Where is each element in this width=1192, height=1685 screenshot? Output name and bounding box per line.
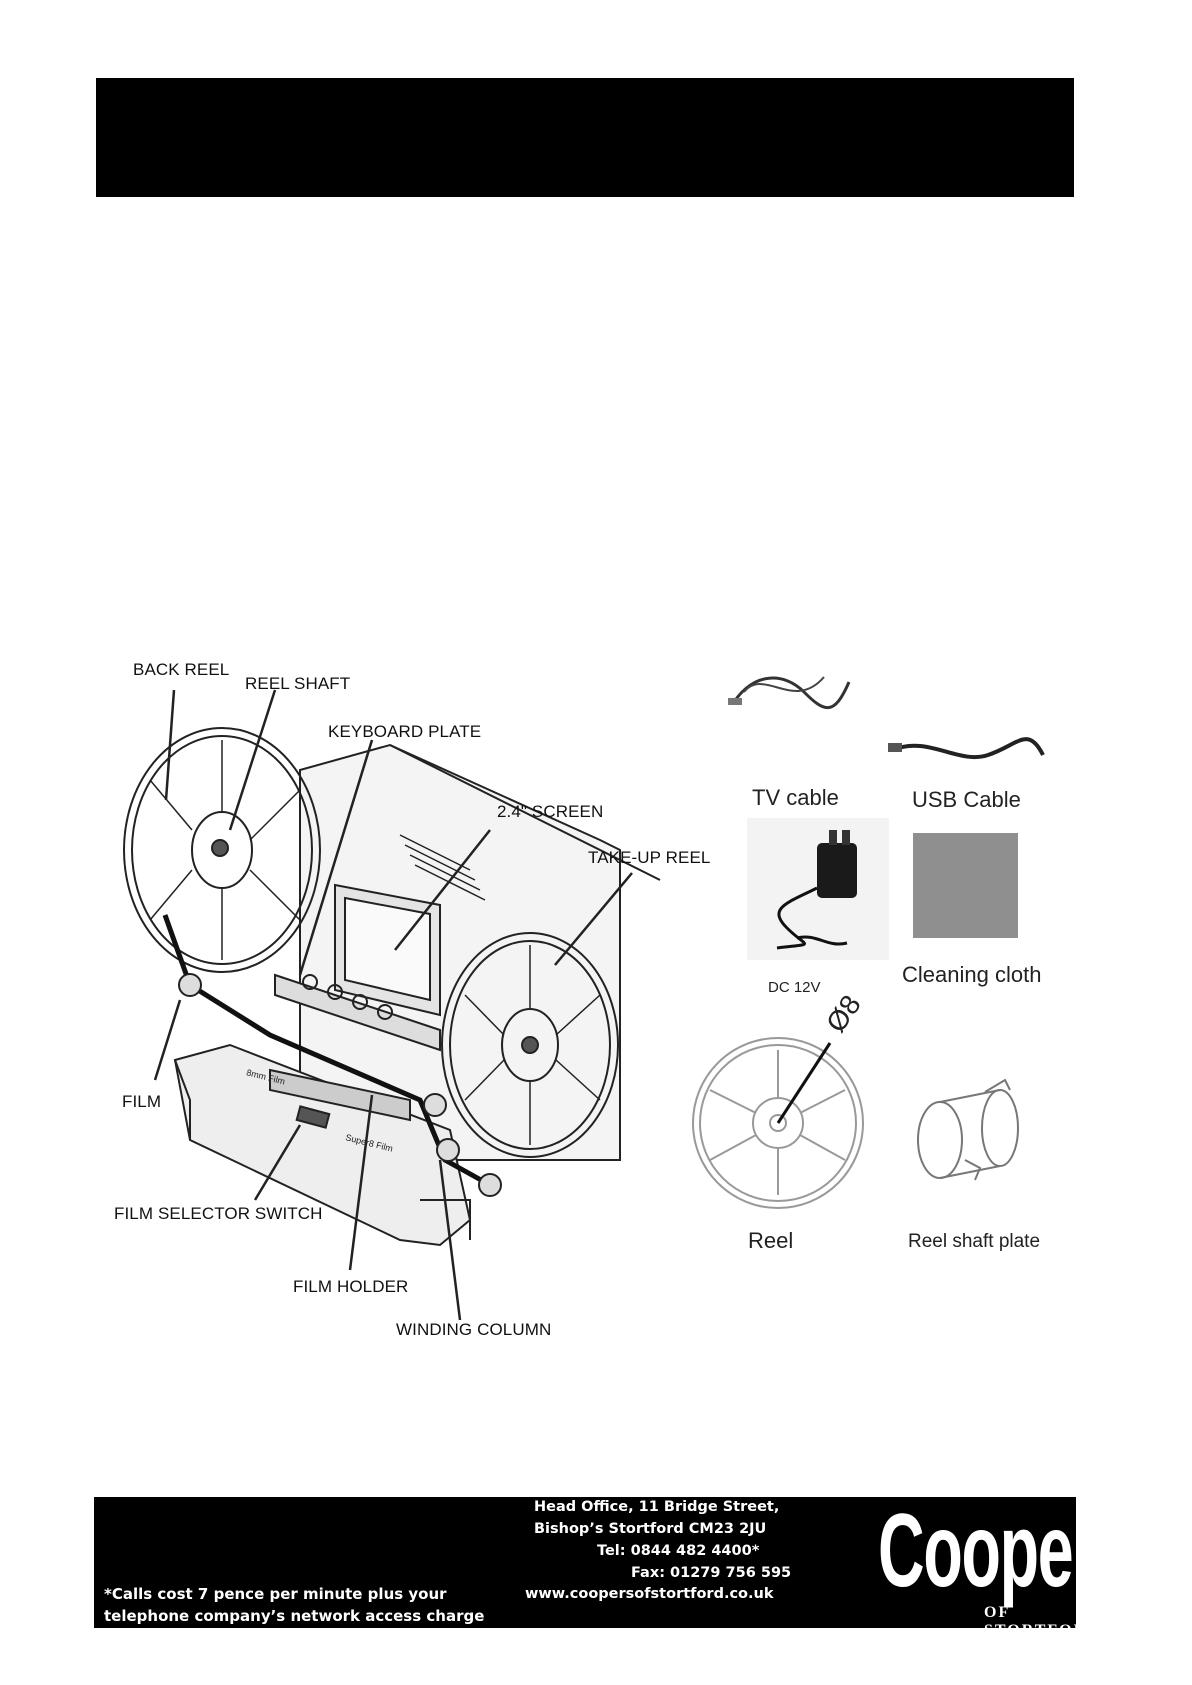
cleaning-cloth-label: Cleaning cloth xyxy=(902,962,1042,987)
reel-shaft-plate-label: Reel shaft plate xyxy=(908,1231,1041,1252)
cleaning-cloth-image xyxy=(913,833,1018,938)
footer-bar: Head Office, 11 Bridge Street, Bishop’s … xyxy=(94,1497,1132,1639)
label-take-up-reel: TAKE-UP REEL xyxy=(588,848,711,867)
label-winding-column: WINDING COLUMN xyxy=(396,1320,552,1339)
footer-note-line1: *Calls cost 7 pence per minute plus your xyxy=(104,1585,447,1603)
label-film-selector-switch: FILM SELECTOR SWITCH xyxy=(114,1204,323,1223)
label-screen: 2.4" SCREEN xyxy=(497,802,604,821)
footer-address-line1: Head Office, 11 Bridge Street, xyxy=(534,1499,780,1515)
reel-label: Reel xyxy=(748,1228,794,1253)
label-reel-shaft: REEL SHAFT xyxy=(245,674,351,693)
brand-sub: OF STORTFORD xyxy=(984,1604,1101,1639)
footer-address-line2: Bishop’s Stortford CM23 2JU xyxy=(534,1521,767,1537)
label-back-reel: BACK REEL xyxy=(133,660,230,679)
footer-web-link[interactable]: www.coopersofstortford.co.uk xyxy=(525,1586,774,1602)
usb-cable-image xyxy=(888,737,1045,759)
header-bar xyxy=(96,78,1074,197)
footer-fax: Fax: 01279 756 595 xyxy=(631,1565,792,1581)
reel-shaft-plate-image xyxy=(917,1078,1019,1181)
tv-cable-image xyxy=(728,676,851,710)
coopers-logo: Coopers OF STORTFORD xyxy=(786,1499,1132,1639)
footer-note-line2: telephone company’s network access charg… xyxy=(104,1607,485,1625)
label-film: FILM xyxy=(122,1092,162,1111)
footer-tel: Tel: 0844 482 4400* xyxy=(597,1543,760,1559)
reel-image xyxy=(692,1037,864,1209)
label-keyboard-plate: KEYBOARD PLATE xyxy=(328,722,482,741)
usb-cable-label: USB Cable xyxy=(912,787,1021,812)
brand-name: Coopers xyxy=(878,1493,1132,1609)
tv-cable-label: TV cable xyxy=(752,785,839,810)
dc-label: DC 12V xyxy=(768,979,821,996)
dc-adapter-image xyxy=(747,818,889,960)
label-film-holder: FILM HOLDER xyxy=(293,1277,409,1296)
